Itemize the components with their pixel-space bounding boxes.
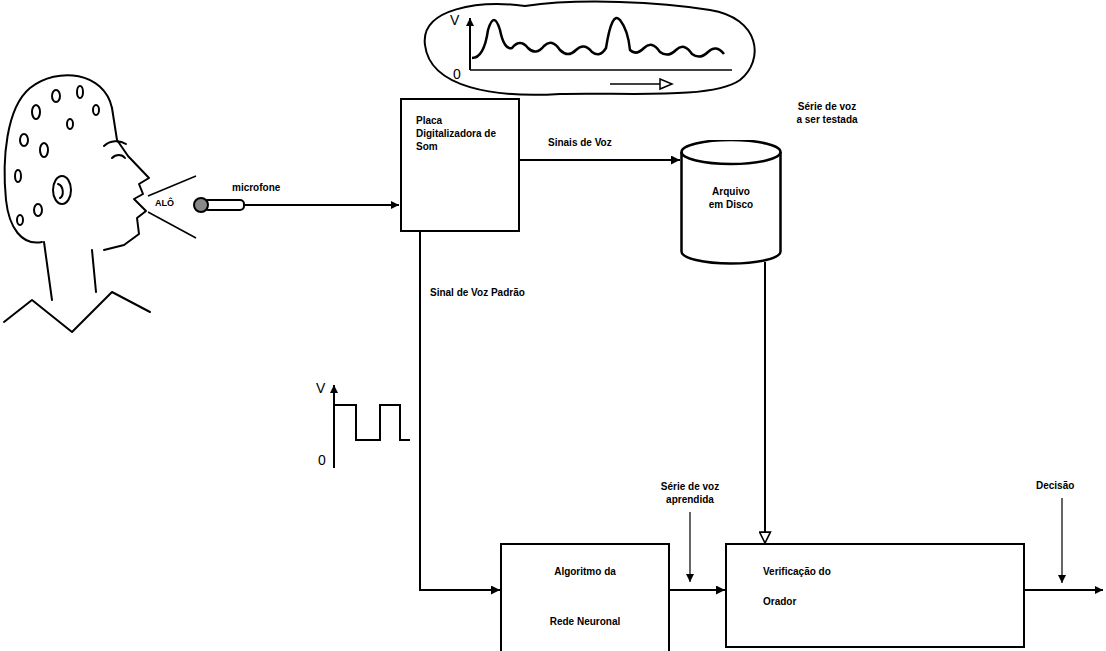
process-box: Algoritmo da Rede Neuronal [500, 543, 670, 651]
microphone-head [194, 198, 208, 212]
process-box: Placa Digitalizadora de Som [400, 98, 520, 232]
box-text: Verificação do Orador [763, 557, 853, 617]
box-text: Algoritmo da Rede Neuronal [545, 547, 625, 647]
box-text: Arquivo em Disco [705, 185, 757, 211]
process-box: Verificação do Orador [725, 543, 1025, 648]
time-arrow [660, 79, 672, 89]
axis-label: V [450, 12, 459, 28]
edge-label: Sinal de Voz Padrão [430, 286, 525, 299]
edge-label: Série de voz a ser testada [795, 100, 859, 126]
cylinder-body [682, 140, 781, 264]
axis-label: V [316, 380, 325, 396]
time-arrow [610, 83, 660, 85]
leader-line [1061, 498, 1062, 583]
neck-line [44, 242, 52, 300]
edge-label: Série de voz aprendida [655, 480, 725, 506]
output-arrow [1025, 589, 1103, 591]
hair-curl [67, 119, 73, 129]
hair-curl [77, 86, 83, 98]
connector-arrow [764, 262, 766, 543]
speaker-figure [4, 75, 150, 332]
microphone-symbol [194, 198, 244, 212]
connector-arrow [520, 159, 680, 161]
eye [112, 155, 125, 158]
disk-storage: Arquivo em Disco [680, 140, 782, 265]
microphone-body [204, 200, 244, 210]
speech-text: ALÔ [155, 198, 174, 208]
neck-line [92, 250, 96, 292]
callout-cloud [425, 2, 755, 95]
ear [53, 176, 71, 204]
box-text: Placa Digitalizadora de Som [416, 114, 496, 153]
part-name: microfone [232, 182, 280, 193]
hair-curl [40, 143, 48, 157]
leader-line [689, 512, 690, 582]
speech-line [148, 176, 196, 196]
axis-label: 0 [453, 66, 461, 82]
axis-line [469, 18, 471, 70]
connector-arrow [670, 589, 725, 591]
hair-curl [34, 204, 42, 216]
edge-label: Sinais de Voz [548, 136, 612, 149]
axis-line [470, 69, 732, 71]
hair-curl [20, 134, 28, 146]
output-label: Decisão [1036, 480, 1074, 491]
cylinder-rim [682, 152, 781, 164]
hair-curl [15, 170, 21, 182]
hair-outline [5, 75, 112, 242]
square-waveform [334, 405, 410, 440]
face-profile [104, 108, 149, 250]
hair-curl [93, 105, 99, 115]
ear [58, 184, 63, 198]
hair-curl [17, 215, 23, 225]
hair-curl [52, 90, 60, 102]
eyebrow [104, 141, 126, 146]
hair-curl [32, 105, 40, 119]
voice-waveform [472, 18, 724, 58]
speech-line [148, 212, 196, 238]
collar-line [4, 292, 150, 332]
input-wire [244, 204, 399, 206]
axis-label: 0 [318, 452, 326, 468]
axis-line [333, 385, 335, 468]
